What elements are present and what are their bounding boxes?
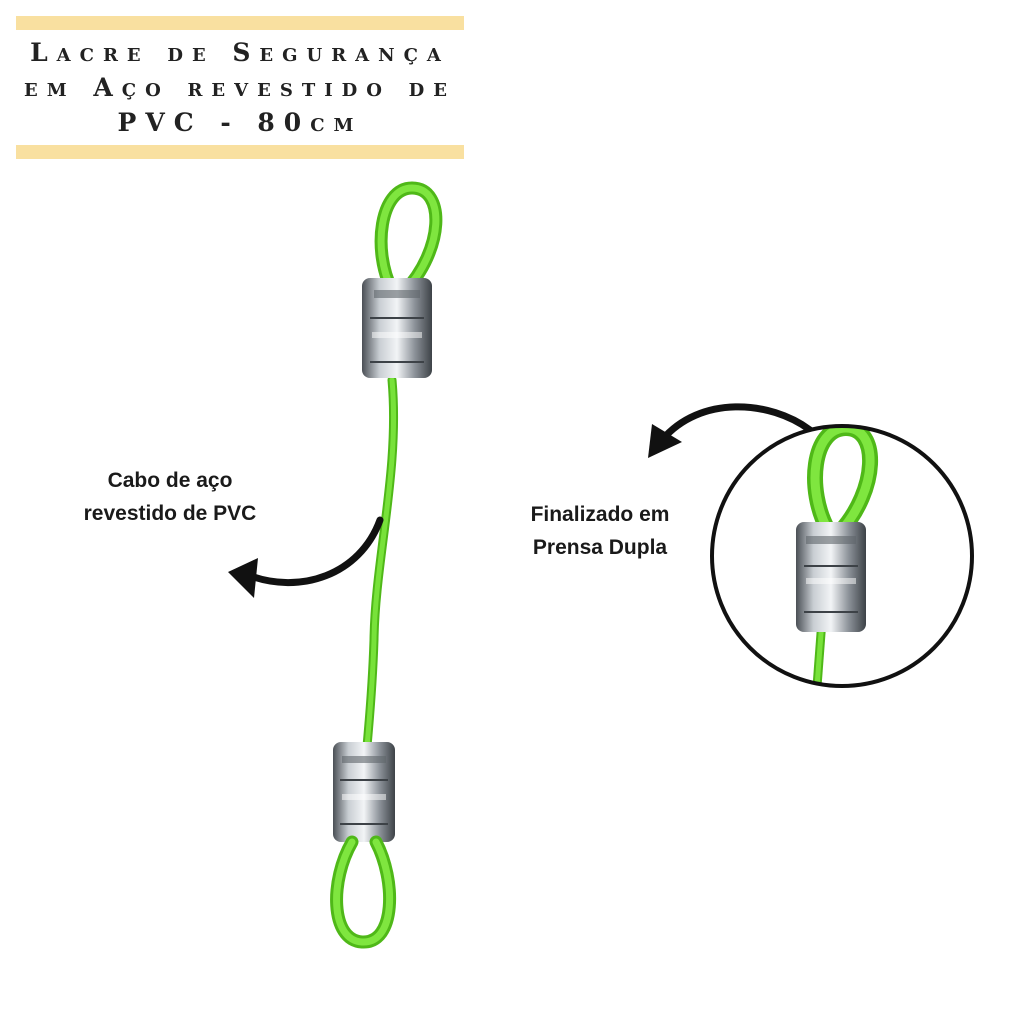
top-loop bbox=[374, 181, 443, 299]
steel-cable bbox=[361, 375, 399, 765]
title-top-stripe bbox=[16, 16, 464, 30]
title-banner: Lacre de Segurança em Aço revestido de P… bbox=[16, 16, 464, 159]
cable-callout-arrow-icon bbox=[228, 516, 384, 598]
title-line-3: PVC - 80cm bbox=[117, 108, 363, 137]
cable-callout-label: Cabo de aço revestido de PVC bbox=[50, 464, 290, 530]
top-crimp-sleeve bbox=[362, 278, 432, 378]
crimp-callout-line-1: Finalizado em bbox=[530, 503, 670, 526]
product-title: Lacre de Segurança em Aço revestido de P… bbox=[16, 35, 464, 140]
crimp-callout-arrow-icon bbox=[648, 403, 814, 458]
cable-callout-line-2: revestido de PVC bbox=[83, 502, 257, 525]
title-bottom-stripe bbox=[16, 145, 464, 159]
cable-callout-line-1: Cabo de aço bbox=[107, 469, 233, 492]
title-line-1: Lacre de Segurança bbox=[30, 38, 450, 67]
crimp-callout-label: Finalizado em Prensa Dupla bbox=[490, 498, 710, 564]
bottom-loop bbox=[330, 835, 397, 949]
title-line-2: em Aço revestido de bbox=[24, 73, 456, 102]
crimp-detail-zoom bbox=[710, 424, 974, 688]
crimp-callout-line-2: Prensa Dupla bbox=[532, 536, 668, 559]
bottom-crimp-sleeve bbox=[333, 742, 395, 842]
